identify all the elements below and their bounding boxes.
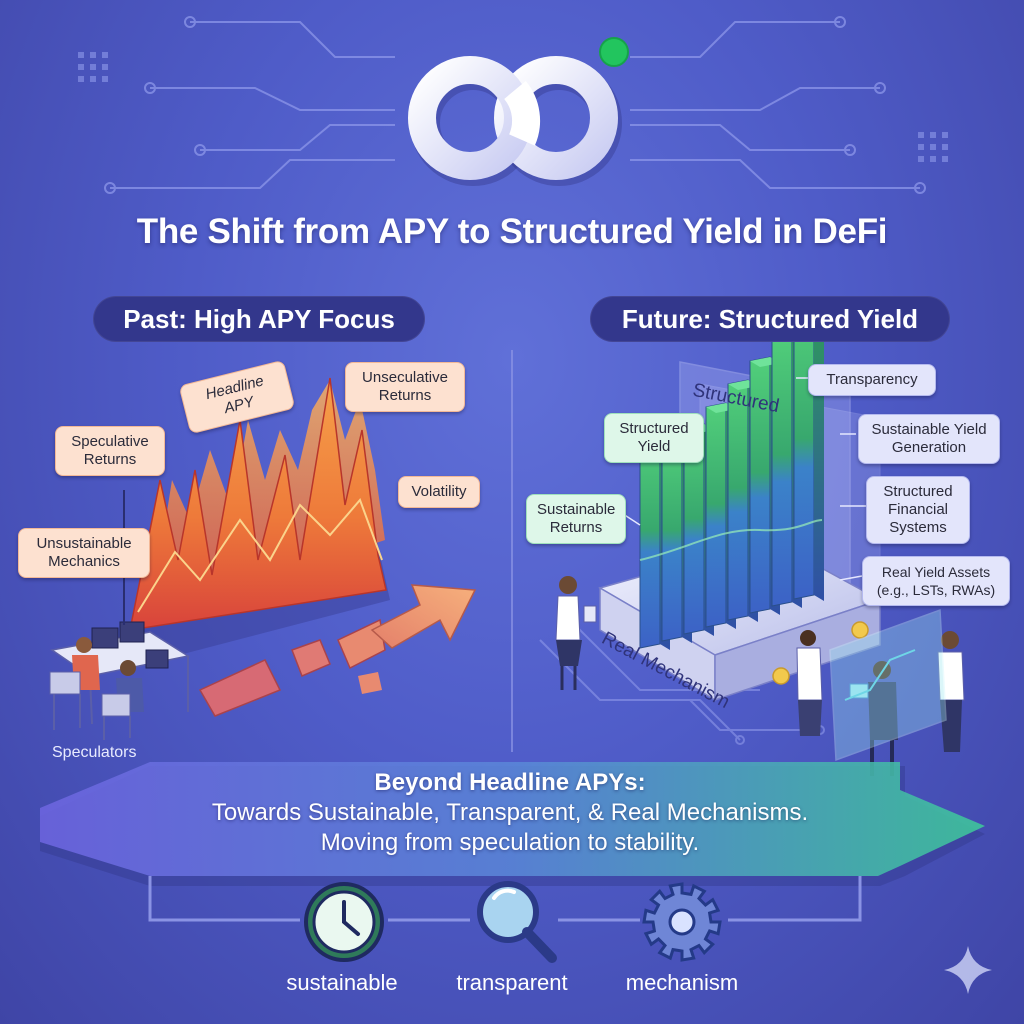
callout-unsustainable-mechanics: Unsustainable Mechanics (18, 528, 150, 578)
bar-5 (727, 379, 749, 621)
circuit-lines-left (104, 16, 395, 194)
banner-message: Beyond Headline APYs: Towards Sustainabl… (150, 768, 870, 858)
speculators-label: Speculators (52, 744, 137, 761)
pillar-label-transparent: transparent (456, 970, 568, 995)
past-heading: Past: High APY Focus (93, 296, 425, 342)
bar-2 (661, 438, 683, 642)
sparkle-icon (944, 946, 992, 994)
future-heading: Future: Structured Yield (590, 296, 950, 342)
bar-1 (639, 433, 661, 649)
page-title: The Shift from APY to Structured Yield i… (136, 212, 888, 251)
bar-7 (771, 329, 793, 607)
banner-arrow (40, 762, 985, 886)
analyst-people-icon (796, 608, 965, 776)
bar-side-8 (814, 307, 824, 601)
gear-icon (642, 882, 722, 962)
banner-line-3: Moving from speculation to stability. (320, 829, 700, 856)
presenter-person-icon (555, 576, 597, 690)
banner-line-2: Towards Sustainable, Transparent, & Real… (211, 799, 809, 826)
callout-structured-financial-systems: Structured Financial Systems (866, 476, 970, 544)
callout-speculative-returns: Speculative Returns (55, 426, 165, 476)
clock-icon (304, 882, 384, 962)
callout-transparency: Transparency (808, 364, 936, 396)
past-illustration (49, 377, 477, 740)
status-dot-icon (599, 37, 629, 67)
pillar-label-sustainable: sustainable (286, 970, 398, 995)
speculators-desk-icon (49, 621, 190, 740)
pillar-connector (148, 876, 862, 922)
pillar-label-mechanism: mechanism (625, 970, 739, 995)
banner-line-1: Beyond Headline APYs: (374, 769, 646, 796)
callout-real-yield-assets: Real Yield Assets (e.g., LSTs, RWAs) (862, 556, 1010, 606)
callout-sustainable-yield-generation: Sustainable Yield Generation (858, 414, 1000, 464)
callout-unseculative-returns: Unseculative Returns (345, 362, 465, 412)
dot-grid-right (918, 132, 948, 162)
structured-bars (639, 306, 824, 650)
bar-8 (793, 306, 815, 600)
circuit-lines-right (630, 16, 926, 194)
interlocked-rings-logo-icon (408, 56, 622, 186)
callout-volatility: Volatility (398, 476, 480, 508)
bar-4 (705, 402, 727, 628)
dot-grid-left (78, 52, 108, 82)
gear-hole (668, 908, 696, 936)
future-illustration (539, 306, 965, 776)
magnifier-icon (477, 881, 557, 963)
callout-sustainable-returns: Sustainable Returns (526, 494, 626, 544)
callout-structured-yield: Structured Yield (604, 413, 704, 463)
